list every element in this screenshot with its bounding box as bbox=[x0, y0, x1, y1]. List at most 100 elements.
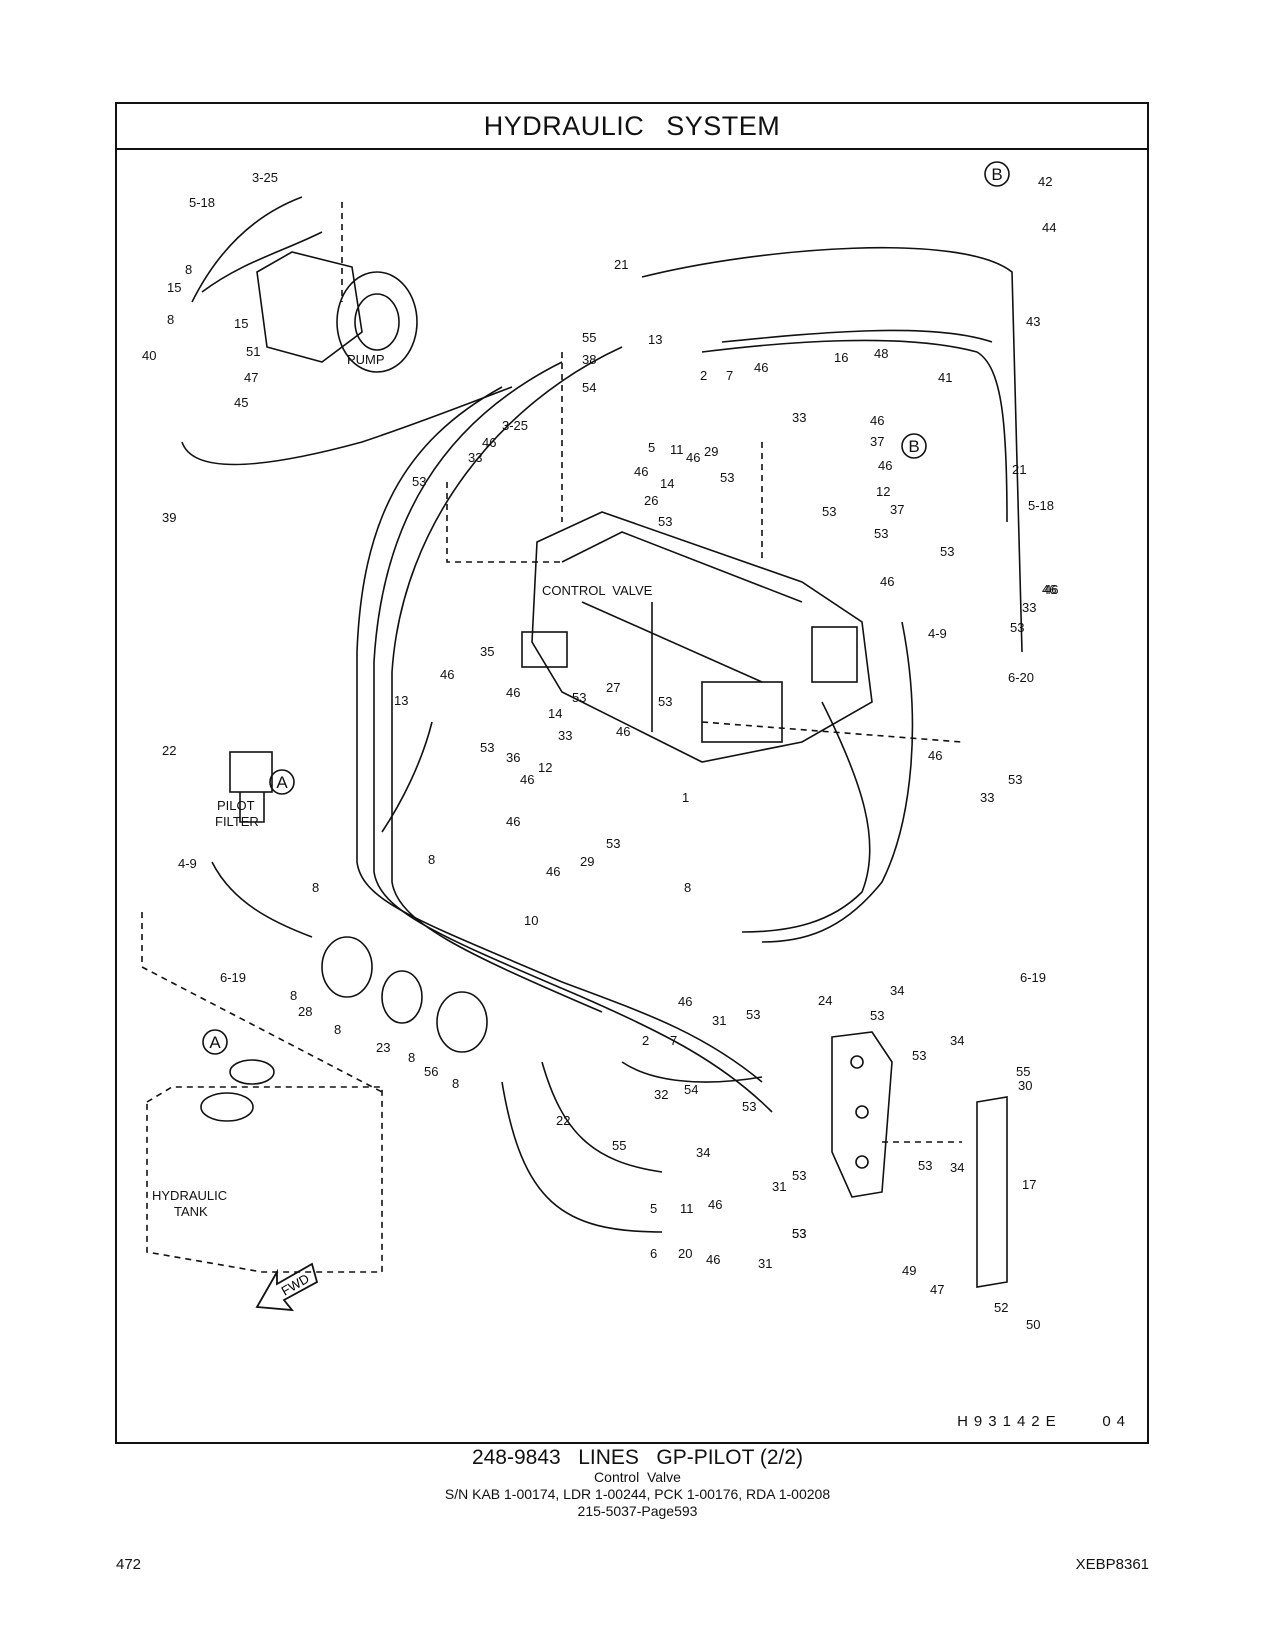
pilot-line-outer bbox=[641, 246, 1023, 653]
callout-number: 36 bbox=[506, 750, 520, 765]
label-tank-2: TANK bbox=[174, 1204, 208, 1219]
callout-number: 40 bbox=[142, 348, 156, 363]
callout-number: 21 bbox=[1012, 462, 1026, 477]
caption-block: 248-9843 LINES GP-PILOT (2/2) Control Va… bbox=[0, 1447, 1275, 1520]
callout-number: 1 bbox=[682, 790, 689, 805]
callout-number: 33 bbox=[558, 728, 572, 743]
callout-number: 8 bbox=[334, 1022, 341, 1037]
callout-number: 56 bbox=[424, 1064, 438, 1079]
callout-number: 44 bbox=[1042, 220, 1056, 235]
pilot-manifold bbox=[831, 1031, 893, 1198]
control-valve-body bbox=[521, 511, 873, 763]
callout-number: 31 bbox=[758, 1256, 772, 1271]
mounting-bracket bbox=[976, 1096, 1008, 1288]
callout-number: 13 bbox=[394, 693, 408, 708]
callout-number: 6 bbox=[650, 1246, 657, 1261]
view-marker-letter: B bbox=[908, 437, 919, 456]
fwd-arrow: FWD bbox=[255, 1262, 319, 1312]
callout-number: 45 bbox=[234, 395, 248, 410]
pilot-line-right-2 bbox=[761, 621, 914, 943]
callout-number: 29 bbox=[580, 854, 594, 869]
callout-number: 46 bbox=[706, 1252, 720, 1267]
view-marker: A bbox=[269, 769, 295, 795]
callout-number: 53 bbox=[1008, 772, 1022, 787]
callout-number: 53 bbox=[792, 1226, 806, 1241]
pilot-line-a bbox=[356, 386, 763, 1083]
callout-number: 51 bbox=[246, 344, 260, 359]
callout-number: 46 bbox=[678, 994, 692, 1009]
callout-number: 34 bbox=[890, 983, 904, 998]
caption-serial-numbers: S/N KAB 1-00174, LDR 1-00244, PCK 1-0017… bbox=[444, 1486, 831, 1502]
callout-number: 12 bbox=[538, 760, 552, 775]
callout-number: 8 bbox=[312, 880, 319, 895]
callout-number: 3-25 bbox=[252, 170, 278, 185]
callout-number: 53 bbox=[792, 1168, 806, 1183]
callout-number: 49 bbox=[902, 1263, 916, 1278]
callout-number: 5-18 bbox=[1028, 498, 1054, 513]
pilot-line-e bbox=[721, 329, 993, 343]
callout-number: 55 bbox=[582, 330, 596, 345]
callout-number: 55 bbox=[612, 1138, 626, 1153]
callout-number: 46 bbox=[506, 685, 520, 700]
callout-number: 34 bbox=[696, 1145, 710, 1160]
callout-number: 5 bbox=[648, 440, 655, 455]
callout-number: 46 bbox=[546, 864, 560, 879]
label-control-valve: CONTROL VALVE bbox=[542, 583, 653, 598]
callout-number: 2 bbox=[642, 1033, 649, 1048]
callout-number: 12 bbox=[876, 484, 890, 499]
callout-number: 46 bbox=[440, 667, 454, 682]
hydraulic-tank bbox=[146, 1059, 383, 1273]
callout-number: 46 bbox=[870, 413, 884, 428]
callout-number: 22 bbox=[162, 743, 176, 758]
callout-number: 53 bbox=[412, 474, 426, 489]
page-number: 472 bbox=[116, 1556, 142, 1573]
pump-return bbox=[181, 386, 513, 466]
callout-number: 38 bbox=[582, 352, 596, 367]
callout-number: 29 bbox=[704, 444, 718, 459]
callout-number: 52 bbox=[994, 1300, 1008, 1315]
callout-number: 23 bbox=[376, 1040, 390, 1055]
callout-number: 8 bbox=[408, 1050, 415, 1065]
label-tank-1: HYDRAULIC bbox=[152, 1188, 227, 1203]
callout-number: 53 bbox=[822, 504, 836, 519]
callout-number: 46 bbox=[482, 435, 496, 450]
view-marker-circle bbox=[269, 769, 295, 795]
drawing-title: HYDRAULIC SYSTEM bbox=[483, 110, 781, 141]
callout-number: 7 bbox=[670, 1033, 677, 1048]
callout-number: 41 bbox=[938, 370, 952, 385]
callout-number: 34 bbox=[950, 1033, 964, 1048]
callout-number: 8 bbox=[452, 1076, 459, 1091]
drawing-title-bar: HYDRAULIC SYSTEM bbox=[117, 104, 1147, 150]
callout-number: 53 bbox=[870, 1008, 884, 1023]
callout-number: 53 bbox=[792, 1226, 806, 1241]
callout-number: 46 bbox=[878, 458, 892, 473]
view-marker-letter: B bbox=[991, 165, 1002, 184]
drawing-frame: HYDRAULIC SYSTEM bbox=[115, 102, 1149, 1444]
view-marker: B bbox=[984, 161, 1010, 187]
view-marker-letter: A bbox=[276, 773, 288, 792]
callout-number: 50 bbox=[1026, 1317, 1040, 1332]
view-marker-circle bbox=[984, 161, 1010, 187]
label-pilot-filter-2: FILTER bbox=[215, 814, 259, 829]
drawing-id: H93142E 04 bbox=[957, 1413, 1131, 1430]
callout-number: 53 bbox=[720, 470, 734, 485]
label-pilot-filter-1: PILOT bbox=[217, 798, 255, 813]
view-marker-letter: A bbox=[209, 1033, 221, 1052]
callout-number: 11 bbox=[680, 1201, 694, 1216]
caption-main: 248-9843 LINES GP-PILOT (2/2) bbox=[471, 1446, 804, 1469]
callout-number: 31 bbox=[712, 1013, 726, 1028]
callout-number: 35 bbox=[480, 644, 494, 659]
callout-number: 53 bbox=[572, 690, 586, 705]
view-marker-circle bbox=[202, 1029, 228, 1055]
callout-number: 13 bbox=[648, 332, 662, 347]
callout-number: 15 bbox=[234, 316, 248, 331]
callout-number: 32 bbox=[654, 1087, 668, 1102]
callout-number: 8 bbox=[185, 262, 192, 277]
callout-number: 46 bbox=[686, 450, 700, 465]
pump-line-2 bbox=[191, 196, 303, 303]
pilot-line-right bbox=[741, 701, 871, 933]
callout-number: 37 bbox=[870, 434, 884, 449]
callout-number: 4-9 bbox=[178, 856, 197, 871]
callout-number: 46 bbox=[1044, 582, 1058, 597]
callout-number: 14 bbox=[548, 706, 562, 721]
